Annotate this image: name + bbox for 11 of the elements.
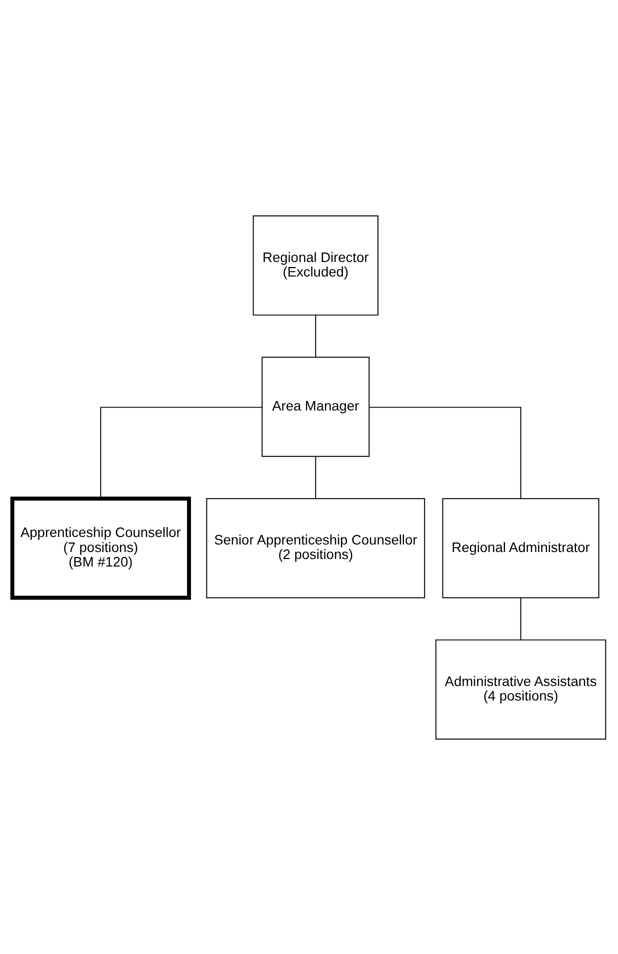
connector: [100, 406, 262, 498]
node-box: Regional Director (Excluded): [252, 214, 378, 316]
connector: [315, 314, 316, 357]
connector: [315, 456, 316, 498]
node-box: Area Manager: [262, 356, 370, 456]
node-box: Senior Apprenticeship Counsellor (2 positions): [206, 498, 426, 598]
connector: [368, 406, 522, 498]
node-box: Regional Administrator: [442, 498, 600, 598]
node-box: Administrative Assistants (4 positions): [435, 638, 606, 740]
node-box: Apprenticeship Counsellor (7 positions) (BM #120): [10, 496, 191, 600]
connector: [520, 597, 522, 640]
